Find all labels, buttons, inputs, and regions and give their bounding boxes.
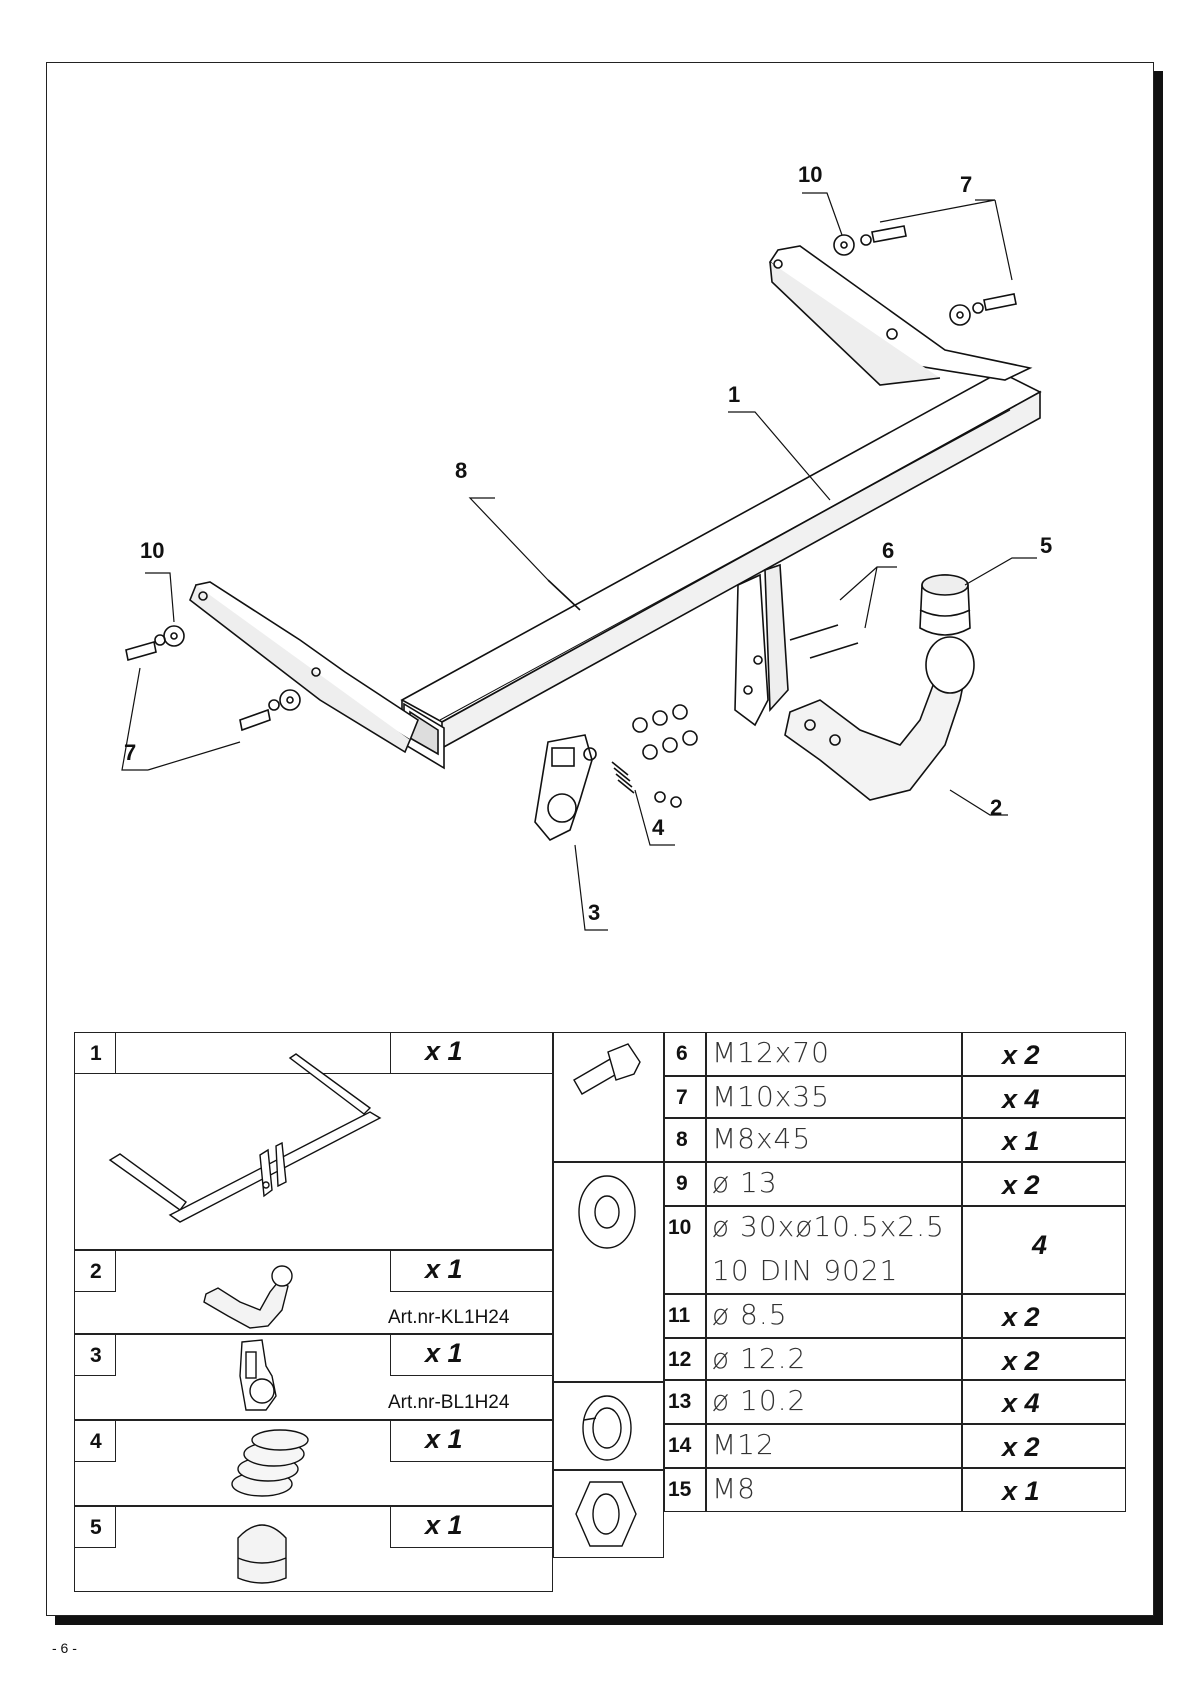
socket-plate-part-3 [534,734,593,841]
spec-row [664,1076,706,1118]
part-quantity: x 1 [425,1036,463,1066]
part-spec: M12 [712,1428,775,1461]
part-spec: ø 13 [712,1166,778,1199]
spring-icon [231,1429,309,1497]
part-quantity: x 4 [1002,1388,1040,1418]
part-number: 11 [668,1304,691,1327]
part-number: 13 [668,1390,692,1413]
part-quantity: x 1 [425,1254,463,1284]
exploded-assembly-diagram: 1 2 3 4 5 6 7 7 8 10 10 [121,162,1052,931]
ball-neck-part-2 [784,636,975,801]
tow-bar-frame-icon [108,1053,382,1223]
part-number: 4 [90,1430,102,1453]
fasteners [125,225,1017,808]
callout-8: 8 [455,458,467,483]
right-bracket [768,245,1033,386]
leader-lines [121,192,1037,931]
spec-row [664,1424,706,1468]
socket-plate-icon [239,1339,277,1411]
part-spec: M12x70 [712,1036,830,1069]
callout-1: 1 [728,382,740,407]
flat-washer-icon [578,1175,636,1249]
part-spec: M10x35 [712,1080,830,1113]
part-number: 9 [676,1172,688,1195]
ball-neck-icon [203,1265,293,1329]
callout-4: 4 [652,815,665,840]
part-number: 12 [668,1348,692,1371]
part-quantity: x 2 [1002,1040,1040,1070]
callout-10-top: 10 [798,162,822,187]
callout-7-top: 7 [960,172,972,197]
spring-washer-icon [582,1395,632,1461]
part-quantity: x 2 [1002,1170,1040,1200]
part-quantity: x 2 [1002,1346,1040,1376]
part-number: 3 [90,1344,102,1367]
part-spec: ø 8.5 [712,1298,788,1331]
part-spec-standard: 10 DIN 9021 [712,1254,899,1287]
article-number: Art.nr-BL1H24 [388,1392,510,1413]
part-number: 14 [668,1434,692,1457]
part-quantity: x 2 [1002,1432,1040,1462]
callout-7-left: 7 [124,740,136,765]
spec-row [664,1118,706,1162]
part-spec: ø 10.2 [712,1384,807,1417]
spring-part-4 [611,761,635,794]
callout-10-left: 10 [140,538,164,563]
ball-cap-part-5 [919,574,971,636]
mounting-plate [734,563,789,727]
part-spec: ø 30xø10.5x2.5 [712,1210,945,1243]
part-quantity: x 1 [425,1424,463,1454]
part-number: 10 [668,1216,692,1239]
part-number: 2 [90,1260,102,1283]
part-spec: ø 12.2 [712,1342,807,1375]
part-number: 15 [668,1478,692,1501]
part-quantity: x 4 [1002,1084,1040,1114]
callout-5: 5 [1040,533,1052,558]
spec-row [664,1206,706,1294]
part-quantity: x 1 [425,1338,463,1368]
part-number: 7 [676,1086,688,1109]
part-quantity: x 2 [1002,1302,1040,1332]
callout-6: 6 [882,538,894,563]
part-number: 1 [90,1042,102,1065]
spec-row [664,1468,706,1512]
part-spec: M8x45 [712,1122,812,1155]
part-quantity: 4 [1032,1230,1048,1260]
part-quantity: x 1 [1002,1476,1040,1506]
bolt-icon [573,1043,641,1095]
spec-row [664,1032,706,1076]
left-bracket [189,581,419,754]
drawing-frame [46,62,1154,1616]
callout-3: 3 [588,900,600,925]
article-number: Art.nr-KL1H24 [388,1307,510,1328]
part-quantity: x 1 [425,1510,463,1540]
part-number: 5 [90,1516,102,1539]
part-number: 6 [676,1042,688,1065]
page-number: - 6 - [52,1640,77,1656]
callout-2: 2 [990,795,1002,820]
ball-cap-icon [237,1524,287,1584]
part-quantity: x 1 [1002,1126,1040,1156]
part-spec: M8 [712,1472,756,1505]
hex-nut-icon [575,1481,637,1547]
spec-row [664,1162,706,1206]
part-number: 8 [676,1128,688,1151]
spec-row [664,1380,706,1424]
spec-row [664,1294,706,1338]
spec-row [664,1338,706,1380]
